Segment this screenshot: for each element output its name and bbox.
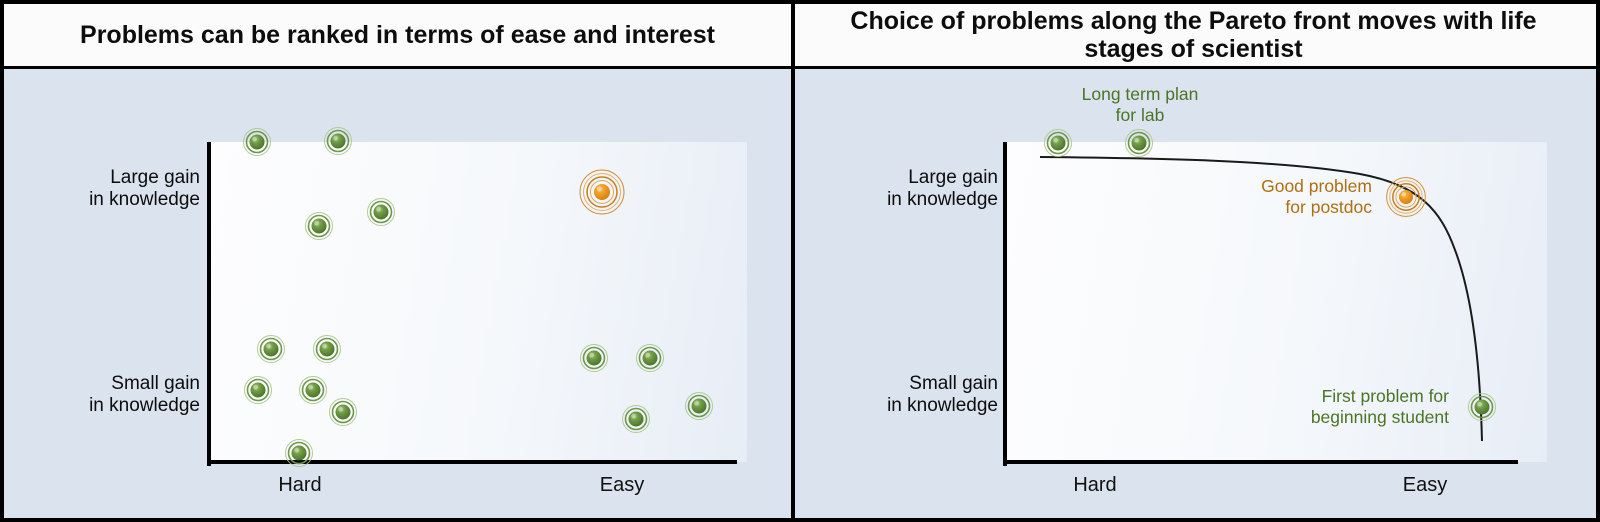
left-y-axis xyxy=(207,142,211,466)
right-panel-title: Choice of problems along the Pareto fron… xyxy=(850,7,1537,63)
title-row: Problems can be ranked in terms of ease … xyxy=(4,4,1596,69)
left-label-large-gain: Large gain in knowledge xyxy=(89,167,200,211)
left-panel-title: Problems can be ranked in terms of ease … xyxy=(80,21,715,49)
right-label-small-gain: Small gain in knowledge xyxy=(887,373,998,417)
left-label-small-gain: Small gain in knowledge xyxy=(89,373,200,417)
annotation-good-problem-postdoc: Good problem for postdoc xyxy=(1261,176,1372,217)
left-tick-easy: Easy xyxy=(599,474,645,496)
right-label-large-gain: Large gain in knowledge xyxy=(887,167,998,211)
left-tick-hard: Hard xyxy=(278,474,322,496)
right-tick-hard: Hard xyxy=(1073,474,1117,496)
annotation-long-term-plan: Long term plan for lab xyxy=(1081,84,1199,125)
right-y-axis xyxy=(1003,142,1007,466)
right-x-axis xyxy=(1003,460,1518,464)
left-plot-area xyxy=(210,142,747,462)
annotation-first-problem-student: First problem for beginning student xyxy=(1310,386,1449,427)
left-x-axis xyxy=(207,460,737,464)
right-tick-easy: Easy xyxy=(1402,474,1448,496)
panel-divider xyxy=(791,4,795,518)
